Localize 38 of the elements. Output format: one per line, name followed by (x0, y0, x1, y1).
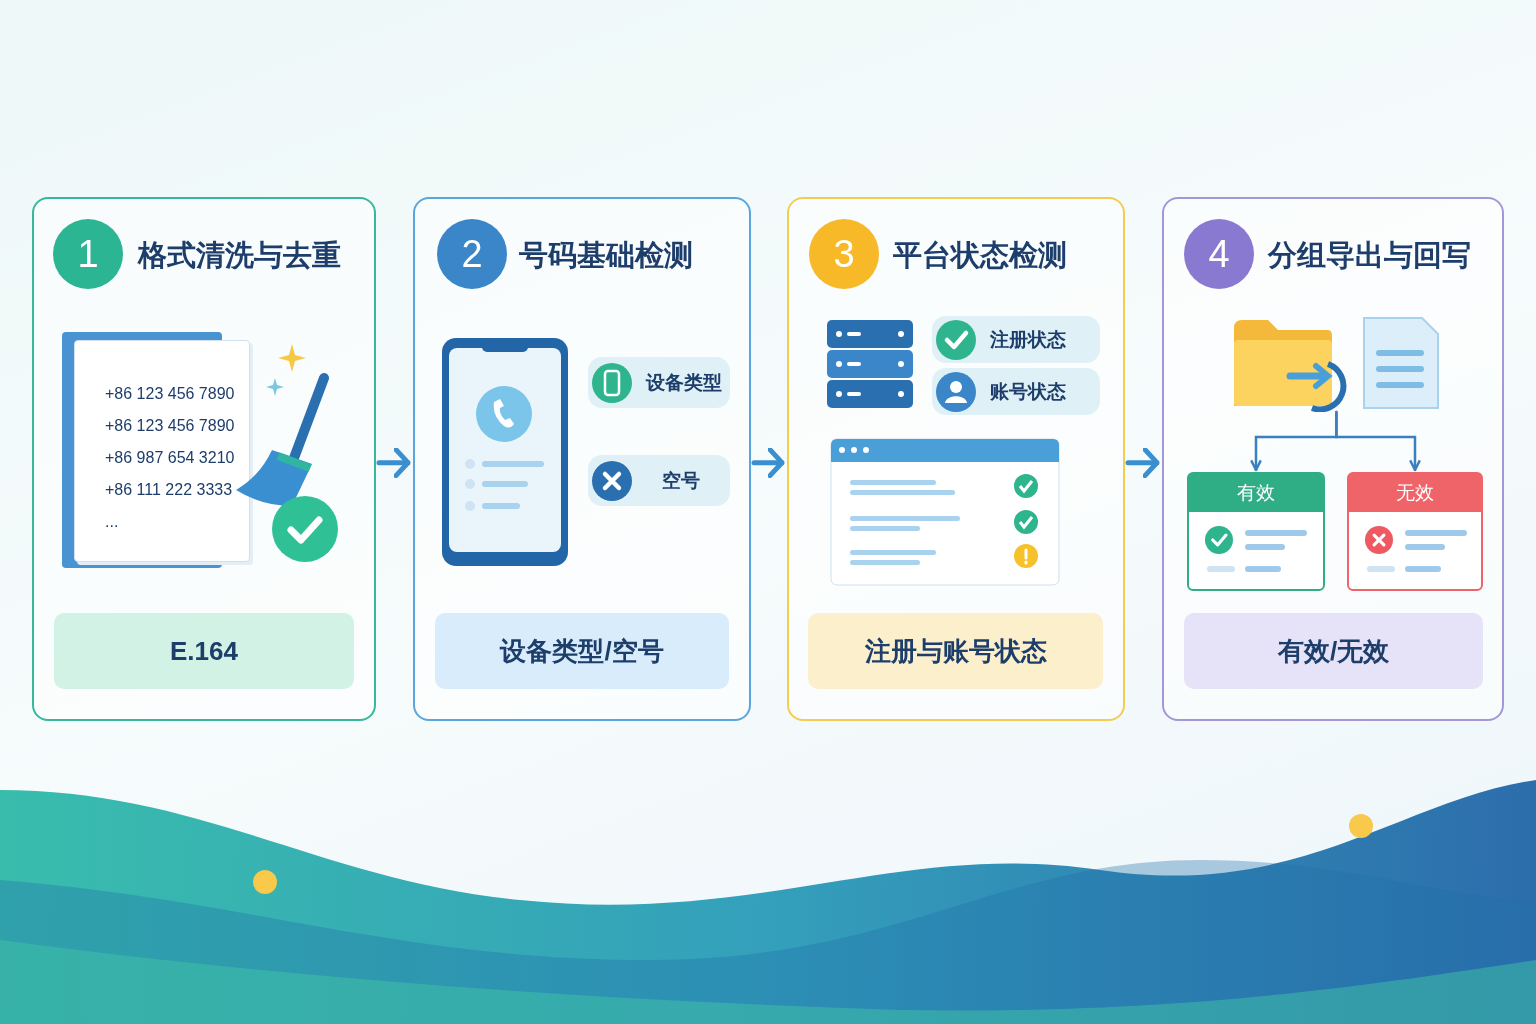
chip-label: 账号状态 (990, 379, 1066, 404)
status-chip (588, 357, 730, 408)
step-arrow (376, 447, 411, 479)
phone-number: +86 987 654 3210 (105, 448, 235, 468)
result-group-card (1347, 472, 1483, 591)
group-header: 有效 (1189, 474, 1323, 512)
chip-label: 设备类型 (646, 370, 722, 395)
step-card (413, 197, 751, 721)
step-card (787, 197, 1125, 721)
result-bar: 设备类型/空号 (435, 613, 729, 689)
status-chip (932, 368, 1100, 415)
result-bar: E.164 (54, 613, 354, 689)
step-title: 分组导出与回写 (1268, 238, 1471, 273)
phone-number: +86 123 456 7890 (105, 384, 235, 404)
split-arrow (1335, 410, 1421, 472)
phone-number: +86 111 222 3333 (105, 480, 233, 500)
step-number-badge: 3 (809, 219, 879, 289)
status-chip (588, 455, 730, 506)
step-number-badge: 2 (437, 219, 507, 289)
step-arrow (751, 447, 785, 479)
step-title: 平台状态检测 (893, 238, 1067, 273)
step-card (32, 197, 376, 721)
chip-label: 空号 (662, 468, 700, 493)
result-bar: 有效/无效 (1184, 613, 1483, 689)
group-header: 无效 (1349, 474, 1481, 512)
step-title: 号码基础检测 (519, 238, 693, 273)
status-chip (932, 316, 1100, 363)
chip-label: 注册状态 (990, 327, 1066, 352)
document-card (74, 340, 250, 562)
result-group-card (1187, 472, 1325, 591)
phone-number: ... (105, 512, 119, 532)
step-arrow (1125, 447, 1160, 479)
step-number-badge: 4 (1184, 219, 1254, 289)
step-card (1162, 197, 1504, 721)
result-bar: 注册与账号状态 (808, 613, 1103, 689)
step-title: 格式清洗与去重 (138, 238, 341, 273)
phone-number: +86 123 456 7890 (105, 416, 235, 436)
step-number-badge: 1 (53, 219, 123, 289)
